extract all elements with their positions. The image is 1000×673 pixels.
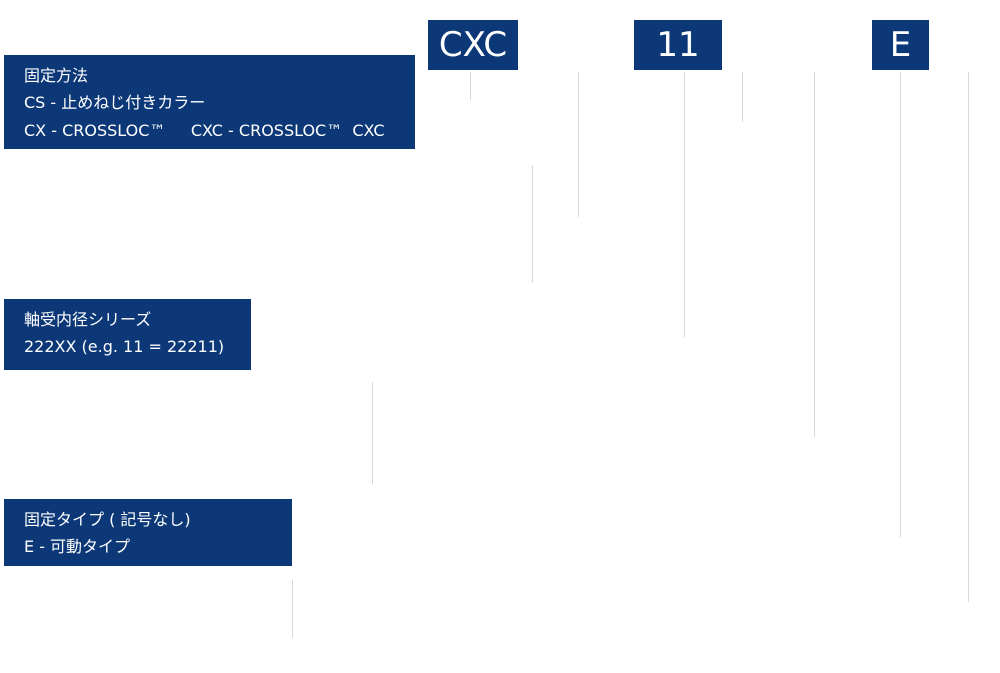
fixing-type-option-e: E - 可動タイプ [24,537,131,556]
connector-line-bore-series [684,72,685,337]
connector-line [578,72,579,217]
fixing-type-box: 固定タイプ ( 記号なし) E - 可動タイプ [4,499,292,566]
connector-line [814,72,815,437]
bore-series-example: 222XX (e.g. 11 = 22211) [24,337,225,356]
connector-line-mounting [470,72,471,100]
mounting-method-title: 固定方法 [24,66,89,85]
connector-line [742,72,743,122]
mounting-method-box: 固定方法 CS - 止めねじ付きカラー CX - CROSSLOC™ CXC -… [4,55,415,149]
code-segment-bore-series: 11 [634,20,722,70]
code-segment-mounting: CXC [428,20,518,70]
connector-line [968,72,969,602]
connector-line-fixing-type [900,72,901,537]
bore-series-title: 軸受内径シリーズ [24,310,152,329]
connector-line [372,382,373,484]
mounting-option-cx-cxc: CX - CROSSLOC™ CXC - CROSSLOC™ CXC [24,121,385,140]
bore-series-box: 軸受内径シリーズ 222XX (e.g. 11 = 22211) [4,299,251,370]
code-segment-fixing-type: E [872,20,929,70]
fixing-type-title: 固定タイプ ( 記号なし) [24,510,191,529]
connector-line [292,580,293,638]
connector-line [532,165,533,283]
mounting-option-cs: CS - 止めねじ付きカラー [24,93,206,112]
